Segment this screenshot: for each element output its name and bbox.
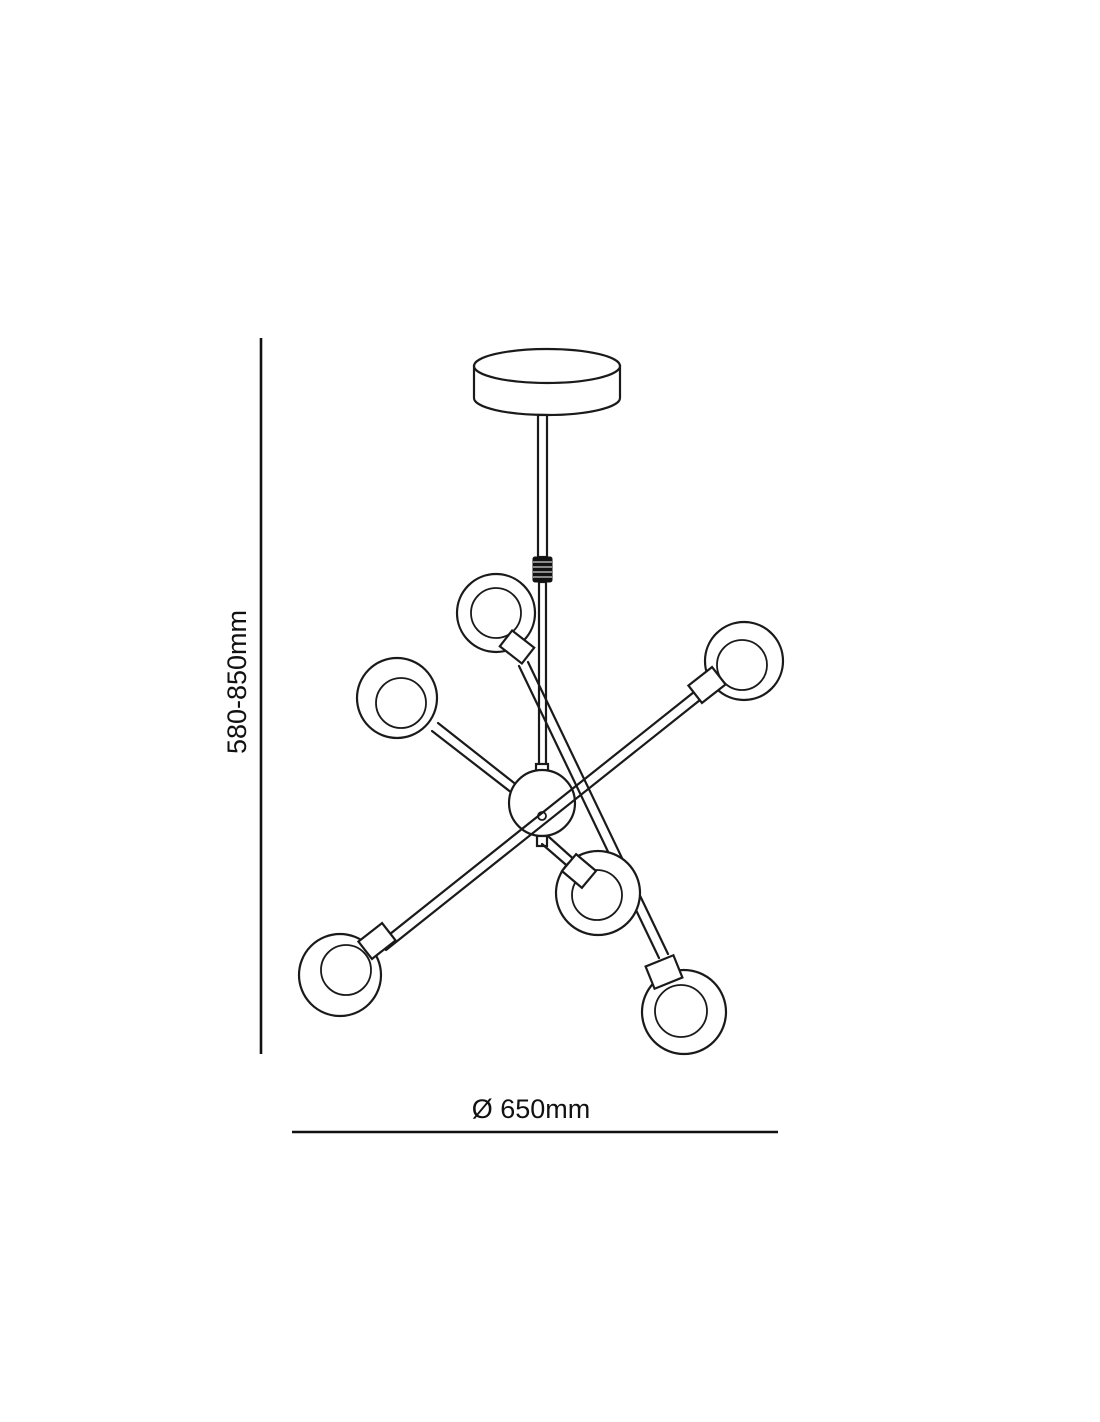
globe-bottom-right (640, 953, 728, 1056)
height-adjuster (532, 556, 553, 583)
ceiling-canopy (472, 347, 622, 417)
arm-upper-left (430, 721, 520, 795)
globe-upper-left (355, 656, 439, 740)
globe-upper-right (686, 620, 785, 705)
arm-diagonal-long (378, 690, 702, 952)
central-hub (507, 762, 577, 848)
globe-back-top (455, 572, 537, 666)
globe-lower-left (297, 921, 398, 1018)
globe-front-center (554, 849, 642, 937)
height-dimension-label: 580-850mm (222, 610, 252, 754)
suspension-rod (536, 413, 549, 774)
diameter-dimension-label: Ø 650mm (472, 1094, 591, 1124)
